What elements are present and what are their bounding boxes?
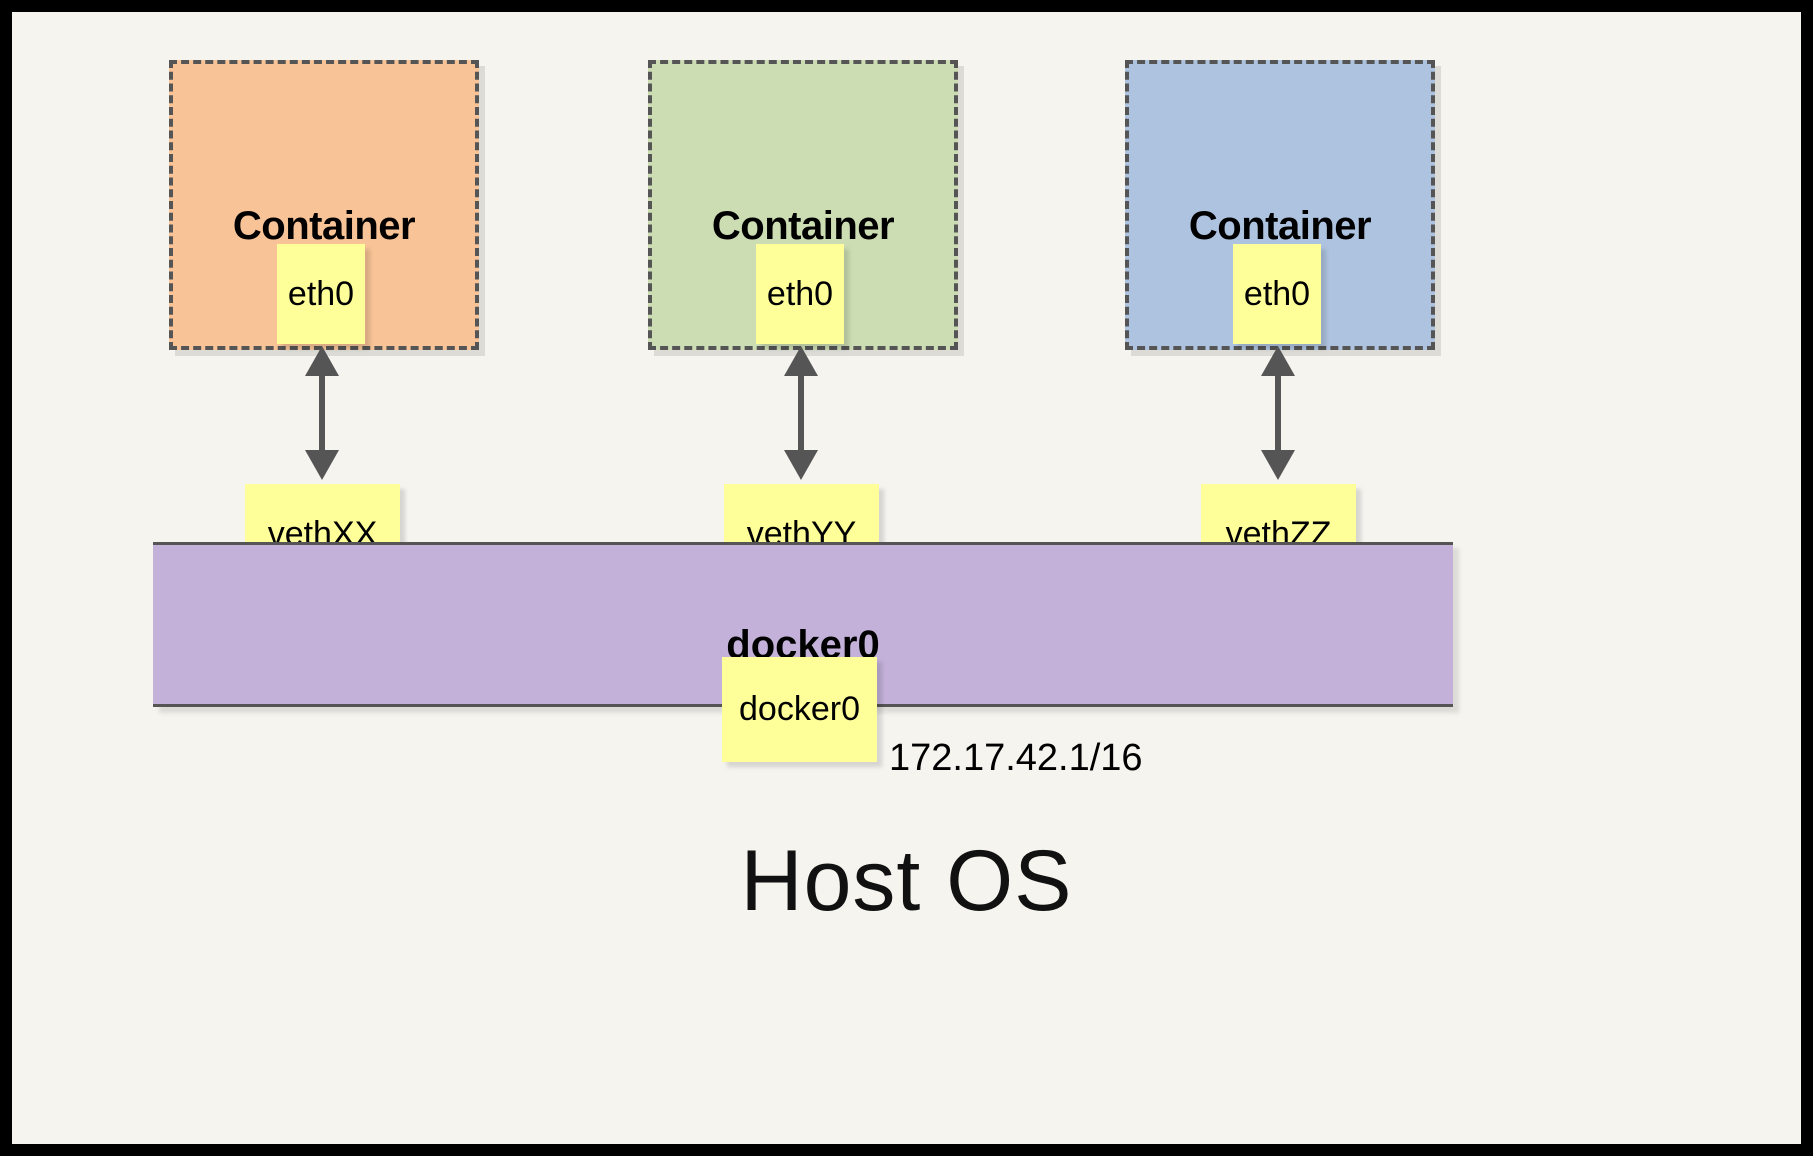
container-title-3: Container <box>1188 204 1372 248</box>
eth0-label-3: eth0 <box>1243 274 1311 313</box>
docker0-endpoint-label: docker0 <box>739 690 860 728</box>
link-arrow-1 <box>305 346 339 480</box>
eth0-box-1: eth0 <box>277 244 365 344</box>
link-arrow-3 <box>1261 346 1295 480</box>
container-title-2: Container <box>711 204 895 248</box>
docker0-endpoint-box: docker0 <box>722 657 877 762</box>
container-title-1: Container <box>232 204 416 248</box>
docker0-ip-label: 172.17.42.1/16 <box>889 737 1143 779</box>
eth0-label-1: eth0 <box>287 274 355 313</box>
link-arrow-2 <box>784 346 818 480</box>
host-os-label: Host OS <box>740 833 1073 929</box>
eth0-box-3: eth0 <box>1233 244 1321 344</box>
eth0-box-2: eth0 <box>756 244 844 344</box>
eth0-label-2: eth0 <box>766 274 834 313</box>
